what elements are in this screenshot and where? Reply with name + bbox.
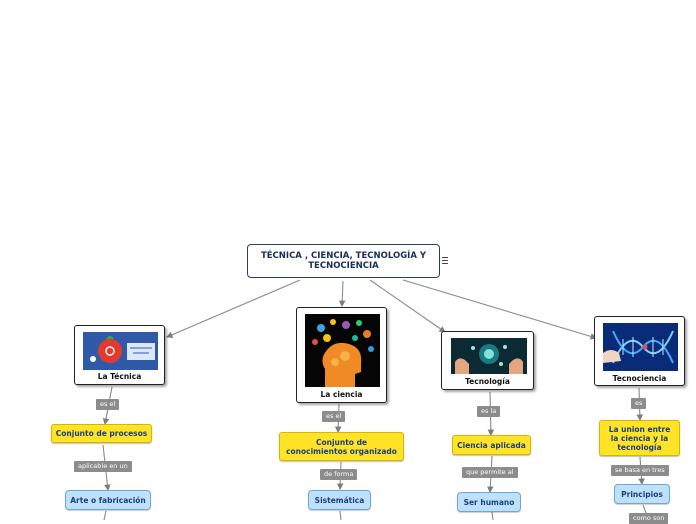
subtopic-arte-o-fabricacion[interactable]: Arte o fabricación <box>65 490 151 510</box>
topic-union-ciencia-tecnologia[interactable]: La union entre la ciencia y la tecnologí… <box>599 420 680 456</box>
card-la-ciencia[interactable]: La ciencia <box>296 307 387 403</box>
card-tecnologia-label: Tecnología <box>465 377 510 386</box>
relation-de-forma: de forma <box>320 469 358 480</box>
subtopic-ser-humano[interactable]: Ser humano <box>457 492 521 512</box>
card-la-ciencia-label: La ciencia <box>320 390 363 399</box>
relation-aplicable-en-un: aplicable en un <box>74 461 132 472</box>
relation-tecnociencia-es: es <box>631 398 647 409</box>
tecnica-illustration <box>83 332 158 370</box>
central-topic[interactable]: TÉCNICA , CIENCIA, TECNOLOGÍA Y TECNOCIE… <box>247 244 440 278</box>
relation-es-la: es la <box>477 406 501 417</box>
topic-ciencia-aplicada[interactable]: Ciencia aplicada <box>452 435 531 455</box>
relation-que-permite-al: que permite al <box>462 467 518 478</box>
relation-tecnica-es-el: es el <box>96 399 120 410</box>
ciencia-illustration <box>305 314 380 387</box>
card-la-tecnica-label: La Técnica <box>97 372 142 381</box>
tecnologia-illustration <box>451 338 527 374</box>
central-topic-title: TÉCNICA , CIENCIA, TECNOLOGÍA Y TECNOCIE… <box>260 251 427 271</box>
card-tecnociencia[interactable]: Tecnociencia <box>594 316 685 386</box>
card-la-tecnica[interactable]: La Técnica <box>74 325 165 385</box>
relation-ciencia-es-el: es el <box>322 411 346 422</box>
notes-icon[interactable] <box>442 257 448 264</box>
topic-conjunto-de-conocimientos[interactable]: Conjunto de conocimientos organizado <box>279 432 404 461</box>
tecnociencia-illustration <box>603 323 678 371</box>
relation-como-son: como son <box>629 513 669 524</box>
subtopic-principios[interactable]: Principios <box>614 484 670 504</box>
relation-se-basa-en-tres: se basa en tres <box>611 465 669 476</box>
topic-conjunto-de-procesos[interactable]: Conjunto de procesos <box>51 424 152 443</box>
subtopic-sistematica[interactable]: Sistemática <box>308 490 371 510</box>
card-tecnociencia-label: Tecnociencia <box>612 374 667 383</box>
card-tecnologia[interactable]: Tecnología <box>441 331 534 390</box>
